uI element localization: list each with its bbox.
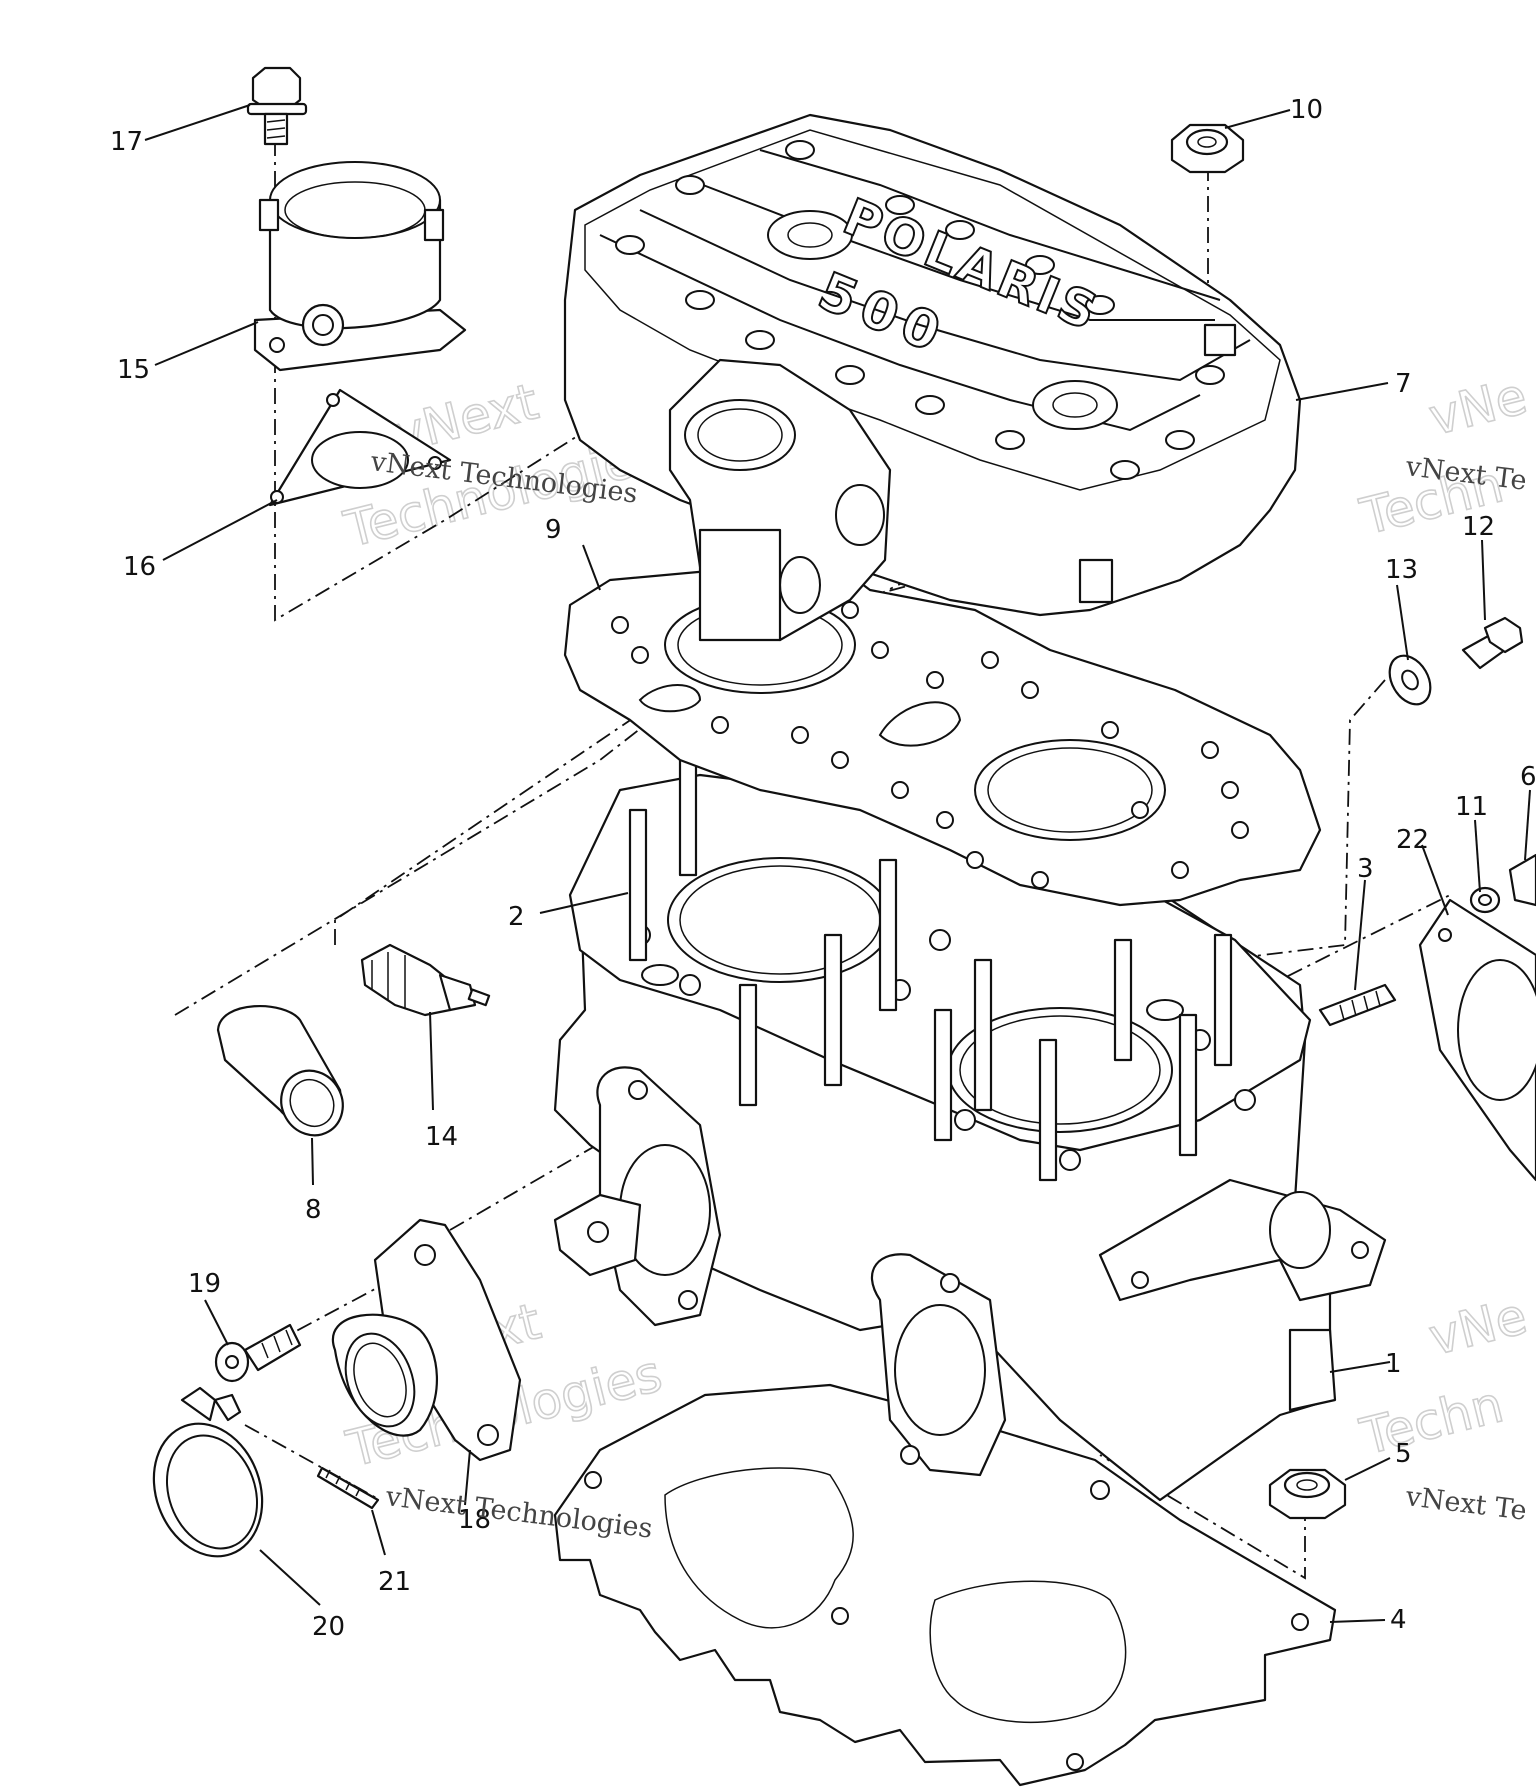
callout-14: 14 [425, 1122, 458, 1152]
callout-8: 8 [305, 1195, 322, 1225]
clamp-20 [152, 1386, 264, 1558]
leader-lines [144, 104, 1531, 1623]
callout-6: 6 [1520, 762, 1536, 792]
callout-3: 3 [1357, 854, 1374, 884]
thermostat-housing [668, 358, 892, 642]
callout-4: 4 [1390, 1605, 1407, 1635]
flange-nut-5 [1268, 1468, 1347, 1520]
temperature-sensor-14 [360, 943, 491, 1017]
callout-9: 9 [545, 515, 562, 545]
outlet-gasket [268, 388, 452, 507]
bolt-12 [1461, 616, 1524, 670]
callout-21: 21 [378, 1567, 411, 1597]
plug-8 [216, 1004, 344, 1137]
watermark-partial-full: vNext Te [1403, 1481, 1528, 1527]
washer-11 [1469, 886, 1501, 914]
callout-13: 13 [1385, 555, 1418, 585]
callout-22: 22 [1396, 825, 1429, 855]
stud-3 [1318, 983, 1397, 1027]
callout-16: 16 [123, 552, 156, 582]
exhaust-gasket-22 [1418, 898, 1536, 1182]
watermark-partial-brand: vNe [1423, 1287, 1532, 1367]
nut-6 [1508, 853, 1536, 907]
callout-5: 5 [1395, 1439, 1412, 1469]
base-gasket [553, 1383, 1337, 1787]
callout-17: 17 [110, 127, 143, 157]
intake-manifold-18 [331, 1218, 522, 1462]
callout-10: 10 [1290, 95, 1323, 125]
washer-13 [1388, 654, 1432, 706]
callout-2: 2 [508, 902, 525, 932]
callout-1: 1 [1385, 1349, 1402, 1379]
callout-numbers: 1 2 3 4 5 6 7 8 9 10 11 12 13 14 15 16 1… [110, 95, 1536, 1642]
callout-11: 11 [1455, 792, 1488, 822]
callout-18: 18 [458, 1505, 491, 1535]
watermark-partial-word: Techn [1355, 1375, 1509, 1466]
flange-nut-10 [1170, 123, 1245, 174]
callout-19: 19 [188, 1269, 221, 1299]
water-outlet-housing [253, 161, 467, 372]
watermark-partial-brand: vNe [1423, 367, 1532, 447]
screw-21 [316, 1466, 380, 1510]
bolt-19 [214, 1323, 302, 1383]
assembly-lines [174, 140, 1451, 1580]
callout-20: 20 [312, 1612, 345, 1642]
bolt-17 [246, 66, 308, 146]
callout-7: 7 [1395, 369, 1412, 399]
cylinder-block [553, 743, 1387, 1502]
cylinder-head-cover: POLARIS 500 [563, 113, 1302, 617]
callout-15: 15 [117, 355, 150, 385]
callout-12: 12 [1462, 512, 1495, 542]
